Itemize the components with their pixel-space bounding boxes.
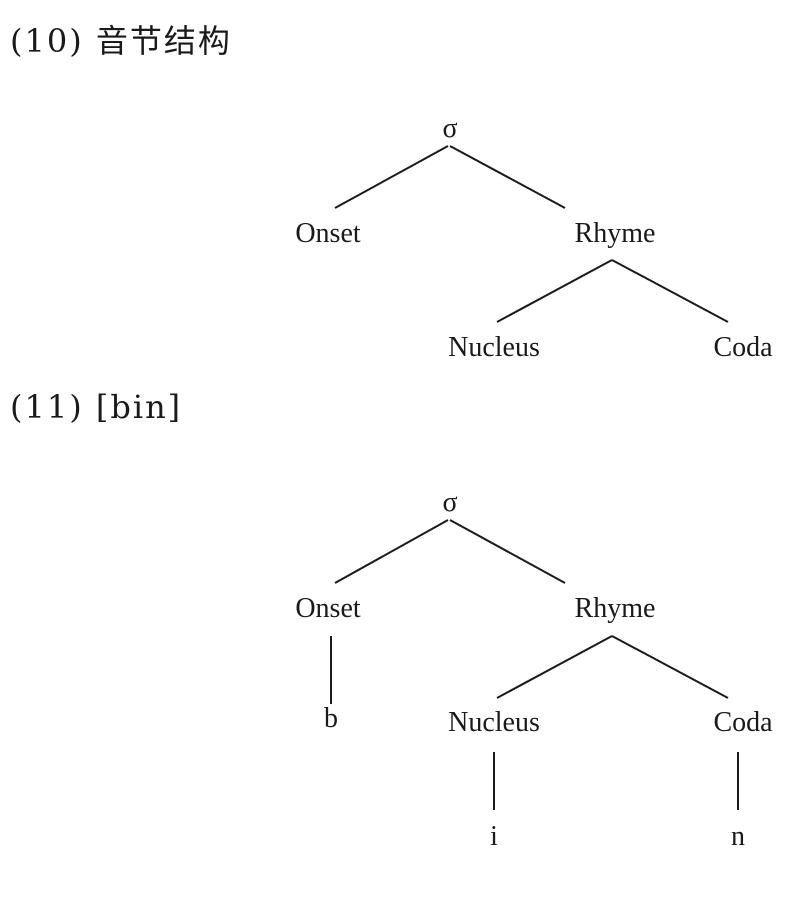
tree-syllable-structure: σ Onset Rhyme Nucleus Coda (295, 113, 773, 363)
node-coda: Coda (713, 332, 773, 363)
edge-sigma-onset (334, 519, 449, 584)
segment-b: b (324, 703, 338, 734)
segment-i: i (490, 821, 498, 852)
node-onset: Onset (295, 593, 361, 624)
edge-rhyme-nucleus (496, 259, 613, 323)
edge-rhyme-nucleus (496, 635, 613, 699)
node-nucleus: Nucleus (448, 707, 540, 738)
node-sigma: σ (442, 487, 457, 518)
edge-sigma-rhyme (449, 519, 566, 584)
segment-n: n (731, 821, 745, 852)
node-rhyme: Rhyme (575, 218, 656, 249)
edge-rhyme-coda (611, 259, 729, 323)
node-coda: Coda (713, 707, 773, 738)
tree-bin: σ Onset Rhyme b Nucleus Coda i n (295, 487, 773, 852)
edge-sigma-rhyme (449, 145, 566, 209)
node-onset: Onset (295, 218, 361, 249)
node-nucleus: Nucleus (448, 332, 540, 363)
edge-sigma-onset (334, 145, 449, 209)
example-10-heading: (10) 音节结构 (10, 22, 232, 60)
node-sigma: σ (442, 113, 457, 144)
example-11-heading: (11) [bin] (10, 388, 183, 426)
edge-rhyme-coda (611, 635, 729, 699)
node-rhyme: Rhyme (575, 593, 656, 624)
